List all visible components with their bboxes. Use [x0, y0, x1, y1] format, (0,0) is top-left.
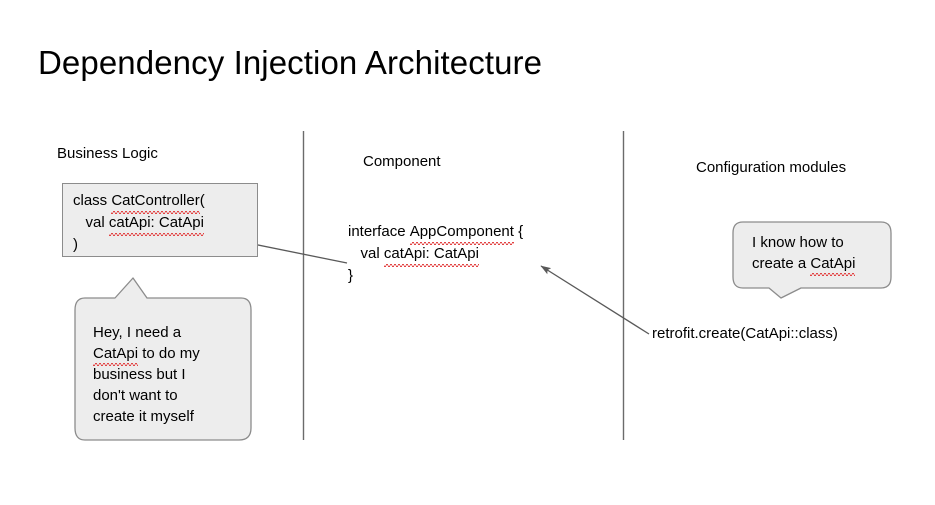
- code-identifier-appcomponent: AppComponent: [409, 221, 515, 245]
- bubble-line-5: create it myself: [93, 408, 194, 425]
- code-keyword-val-2: val: [348, 245, 384, 262]
- arrow-retrofit-to-component: [540, 265, 650, 335]
- page-title: Dependency Injection Architecture: [38, 44, 543, 81]
- code-paren-close: ): [73, 236, 78, 253]
- column-header-component: Component: [363, 153, 441, 170]
- speech-bubble-configuration-modules-text: I know how to create a CatApi: [752, 232, 856, 276]
- speech-bubble-configuration-modules: I know how to create a CatApi: [731, 220, 893, 300]
- config-bubble-line-1: I know how to: [752, 234, 844, 251]
- speech-bubble-business-logic: Hey, I need a CatApi to do my business b…: [73, 276, 253, 444]
- code-property-catapi-2: catApi: CatApi: [383, 243, 479, 267]
- bubble-term-catapi: CatApi: [93, 345, 139, 366]
- code-box-cat-controller: class CatController( val catApi: CatApi …: [62, 183, 258, 257]
- code-line-val-catapi: val catApi: CatApi: [348, 243, 523, 267]
- bubble-line-4: don't want to: [93, 387, 178, 404]
- speech-bubble-business-logic-shape: [74, 277, 252, 441]
- bubble-line-2-rest: to do my: [138, 345, 200, 362]
- arrow-component-to-business-logic: [247, 241, 348, 264]
- code-brace-open: {: [513, 223, 524, 240]
- code-property-catapi: catApi: CatApi: [108, 212, 204, 236]
- code-keyword-class: class: [73, 192, 112, 209]
- code-line-interface-appcomponent: interface AppComponent {: [348, 221, 524, 245]
- bubble-line-1: Hey, I need a: [93, 324, 182, 341]
- config-bubble-line-2-lead: create a: [752, 255, 811, 272]
- code-brace-close: }: [348, 267, 354, 284]
- code-paren-open: (: [199, 192, 205, 209]
- code-identifier-catcontroller: CatController: [111, 190, 201, 214]
- code-keyword-interface: interface: [348, 223, 410, 240]
- column-header-configuration-modules: Configuration modules: [696, 159, 847, 176]
- bubble-line-3: business but I: [93, 366, 186, 383]
- config-bubble-term-catapi: CatApi: [810, 255, 856, 276]
- speech-bubble-configuration-modules-shape: [732, 221, 892, 299]
- code-block-app-component: interface AppComponent { val catApi: Cat…: [348, 221, 523, 287]
- code-line-retrofit-create: retrofit.create(CatApi::class): [652, 325, 838, 342]
- speech-bubble-business-logic-text: Hey, I need a CatApi to do my business b…: [93, 322, 200, 427]
- code-text-cat-controller: class CatController( val catApi: CatApi …: [73, 190, 205, 256]
- code-keyword-val: val: [73, 214, 109, 231]
- column-header-business-logic: Business Logic: [57, 145, 158, 162]
